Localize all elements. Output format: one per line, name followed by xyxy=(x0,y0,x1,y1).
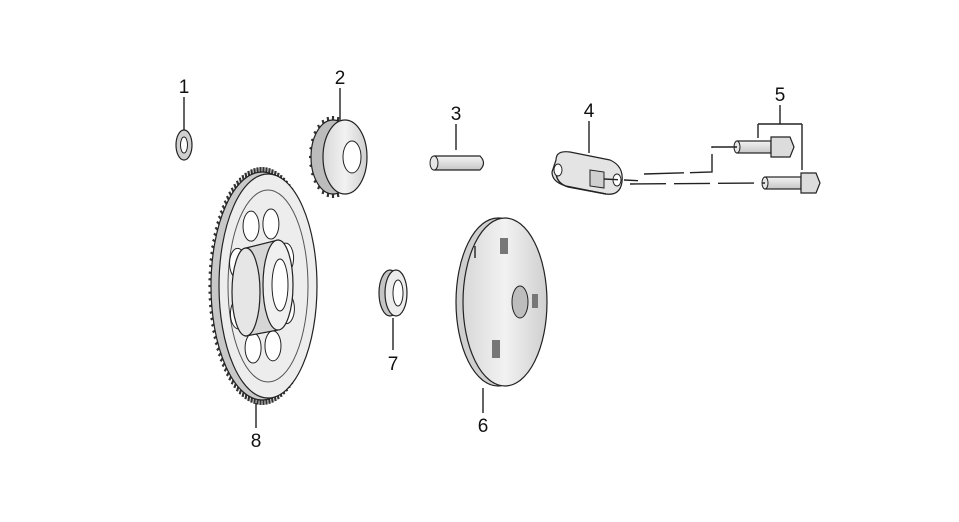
callout-5: 5 xyxy=(775,85,786,106)
callout-2: 2 xyxy=(335,68,346,89)
callout-6: 6 xyxy=(478,416,489,437)
part-4-plate xyxy=(551,121,623,195)
callout-8: 8 xyxy=(251,431,262,452)
part-2-gear xyxy=(309,88,368,198)
callout-4: 4 xyxy=(584,101,595,122)
callout-7: 7 xyxy=(388,354,399,375)
part-8-large-gear xyxy=(208,167,318,428)
part-6-flywheel xyxy=(455,217,548,413)
part-5-bolts xyxy=(603,105,821,194)
part-1-washer xyxy=(175,97,193,161)
part-3-pin xyxy=(429,124,485,171)
callout-1: 1 xyxy=(179,77,190,98)
part-7-ring xyxy=(378,269,408,350)
callout-3: 3 xyxy=(451,104,462,125)
